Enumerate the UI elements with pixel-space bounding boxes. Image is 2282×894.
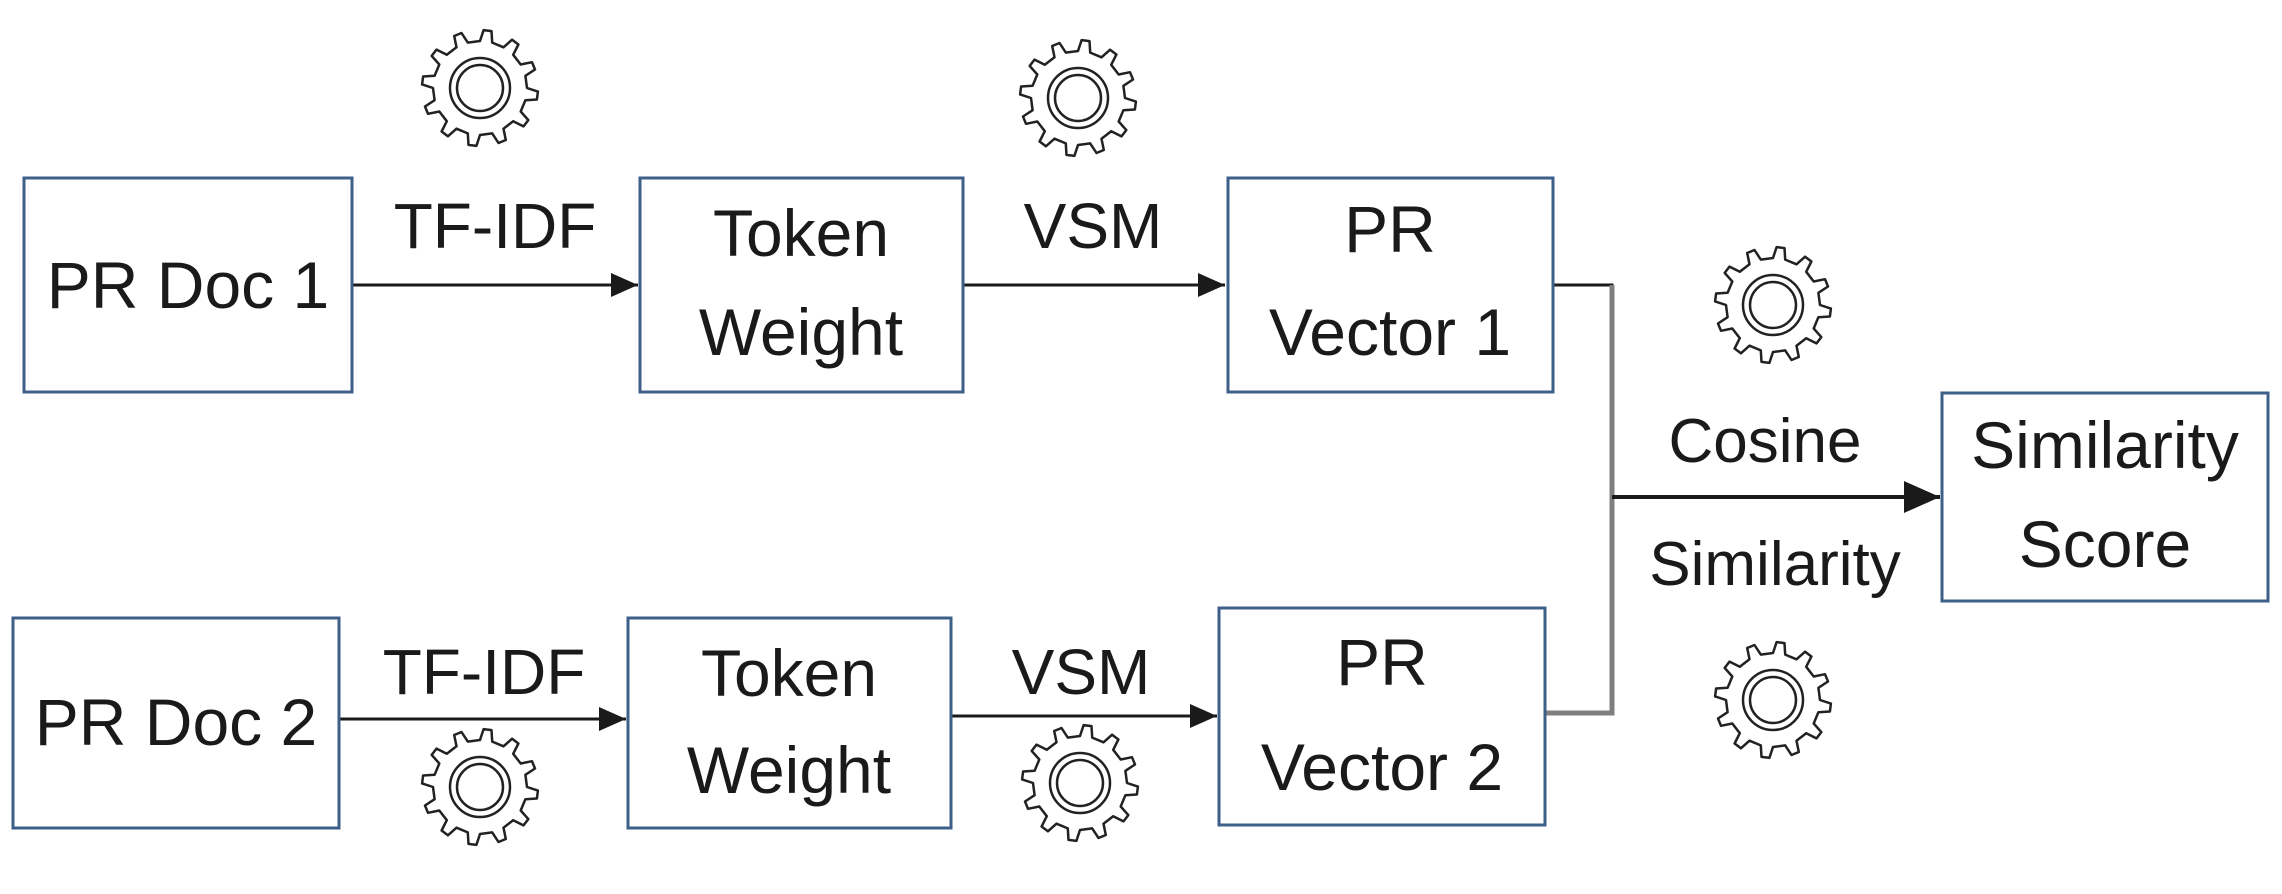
gear-icon [420, 727, 540, 847]
gear-icon [1020, 723, 1140, 843]
pr-doc-1-label: PR Doc 1 [47, 248, 329, 322]
merge-line-bottom [1545, 497, 1615, 716]
gear-icon [1018, 38, 1138, 158]
token-weight-2-box [626, 616, 953, 830]
tfidf-label-2: TF-IDF [383, 636, 586, 708]
similarity-score-label-line2: Score [2019, 507, 2191, 581]
token-weight-1-label-line2: Weight [699, 295, 903, 369]
pr-doc-2-box [11, 616, 341, 830]
gear-icon [1713, 245, 1833, 365]
pr-doc-2-label: PR Doc 2 [35, 685, 317, 759]
pr-vector-1-label-line2: Vector 1 [1269, 295, 1511, 369]
pr-vector-1-box [1226, 176, 1555, 394]
token-weight-2-label-line2: Weight [687, 733, 891, 807]
merge-line-top [1553, 283, 1614, 497]
pr-vector-2-label-line2: Vector 2 [1261, 730, 1503, 804]
cosine-label-line1: Cosine [1669, 407, 1862, 476]
cosine-label-line2: Similarity [1649, 530, 1900, 599]
pr-vector-2-label-line1: PR [1336, 625, 1428, 699]
pr-vector-2-box [1217, 606, 1547, 827]
token-weight-1-box [638, 176, 965, 394]
similarity-score-box [1940, 391, 2270, 603]
vsm-label-2: VSM [1012, 636, 1151, 708]
token-weight-1-label-line1: Token [713, 196, 889, 270]
pr-doc-1-box [22, 176, 354, 394]
pr-vector-1-label-line1: PR [1344, 192, 1436, 266]
similarity-score-label-line1: Similarity [1971, 408, 2239, 482]
gear-icon [420, 28, 540, 148]
vsm-label-1: VSM [1024, 190, 1163, 262]
tfidf-label-1: TF-IDF [394, 190, 597, 262]
token-weight-2-label-line1: Token [701, 636, 877, 710]
gear-icon [1713, 640, 1833, 760]
